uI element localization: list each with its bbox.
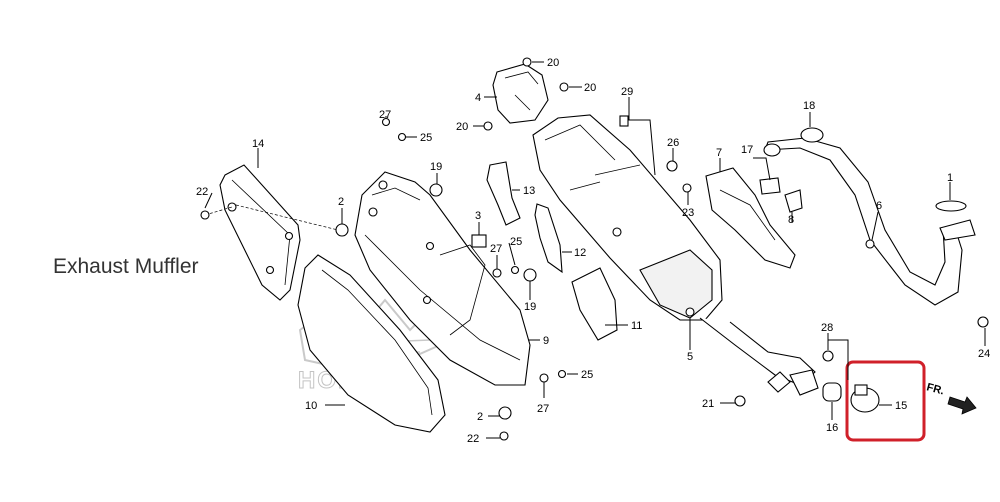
- callout-20-cap-bolt: 20: [547, 57, 559, 69]
- callout-20-cap-side-bolt: 20: [584, 82, 596, 94]
- callout-25-upper: 25: [420, 132, 432, 144]
- part-16-collar: [822, 382, 842, 402]
- fasteners: [200, 57, 989, 441]
- part-11-shield: [571, 267, 618, 341]
- callout-25-lower: 25: [581, 369, 593, 381]
- callout-11: 11: [631, 320, 642, 332]
- callout-18: 18: [803, 100, 815, 112]
- part-10-outer-guard: [297, 254, 446, 433]
- callout-21: 21: [702, 398, 714, 410]
- callout-17: 17: [741, 144, 753, 156]
- callout-6: 6: [876, 200, 882, 212]
- callout-4-end-cap: 4: [475, 92, 481, 104]
- callout-2-upper: 2: [338, 196, 344, 208]
- part-4-end-cap: [492, 63, 549, 124]
- callout-22-lower: 22: [467, 433, 479, 445]
- part-12-shield: [534, 203, 563, 274]
- part-1-gasket: [935, 200, 967, 212]
- callout-27-lower: 27: [537, 403, 549, 415]
- callout-15: 15: [895, 400, 907, 412]
- part-7-heat-guard: [705, 167, 796, 269]
- callout-20-cap-lower-bolt: 20: [456, 121, 468, 133]
- highlight-box: [845, 360, 926, 442]
- callout-23: 23: [682, 207, 694, 219]
- callout-10: 10: [305, 400, 317, 412]
- part-18-clamp: [800, 127, 824, 143]
- front-direction-label: FR.: [925, 381, 945, 397]
- callout-13: 13: [523, 185, 535, 197]
- callout-29: 29: [621, 86, 633, 98]
- callout-25-middle: 25: [510, 236, 522, 248]
- front-direction-arrow: FR.: [925, 381, 977, 415]
- part-13-shield: [486, 161, 521, 226]
- callout-3: 3: [475, 210, 481, 222]
- callout-16: 16: [826, 422, 838, 434]
- callout-14: 14: [252, 138, 264, 150]
- diagram-title: Exhaust Muffler: [53, 255, 199, 278]
- callout-5: 5: [687, 351, 693, 363]
- callout-27-middle: 27: [490, 243, 502, 255]
- callout-22-upper: 22: [196, 186, 208, 198]
- callout-27-upper: 27: [379, 109, 391, 121]
- callout-labels: 20 4 20 20 29 27 25 14 22 19 2 13 3 25 2…: [196, 57, 990, 445]
- callout-24: 24: [978, 348, 990, 360]
- part-6-exhaust-pipe: [763, 137, 976, 306]
- part-15-exhaust-clamp: [850, 384, 880, 413]
- callout-19-upper: 19: [430, 161, 442, 173]
- part-5-muffler: [532, 114, 819, 396]
- callout-19-lower: 19: [524, 301, 536, 313]
- part-14-side-plate: [204, 164, 339, 301]
- callout-7: 7: [716, 147, 722, 159]
- callout-28: 28: [821, 322, 833, 334]
- part-7-rib: [719, 189, 776, 241]
- callout-12: 12: [574, 247, 586, 259]
- callout-8: 8: [788, 214, 794, 226]
- callout-2-lower: 2: [477, 411, 483, 423]
- callout-26: 26: [667, 137, 679, 149]
- callout-1: 1: [947, 172, 953, 184]
- leader-lines: [204, 61, 986, 439]
- part-9-heat-shield: [354, 171, 531, 386]
- callout-9: 9: [543, 335, 549, 347]
